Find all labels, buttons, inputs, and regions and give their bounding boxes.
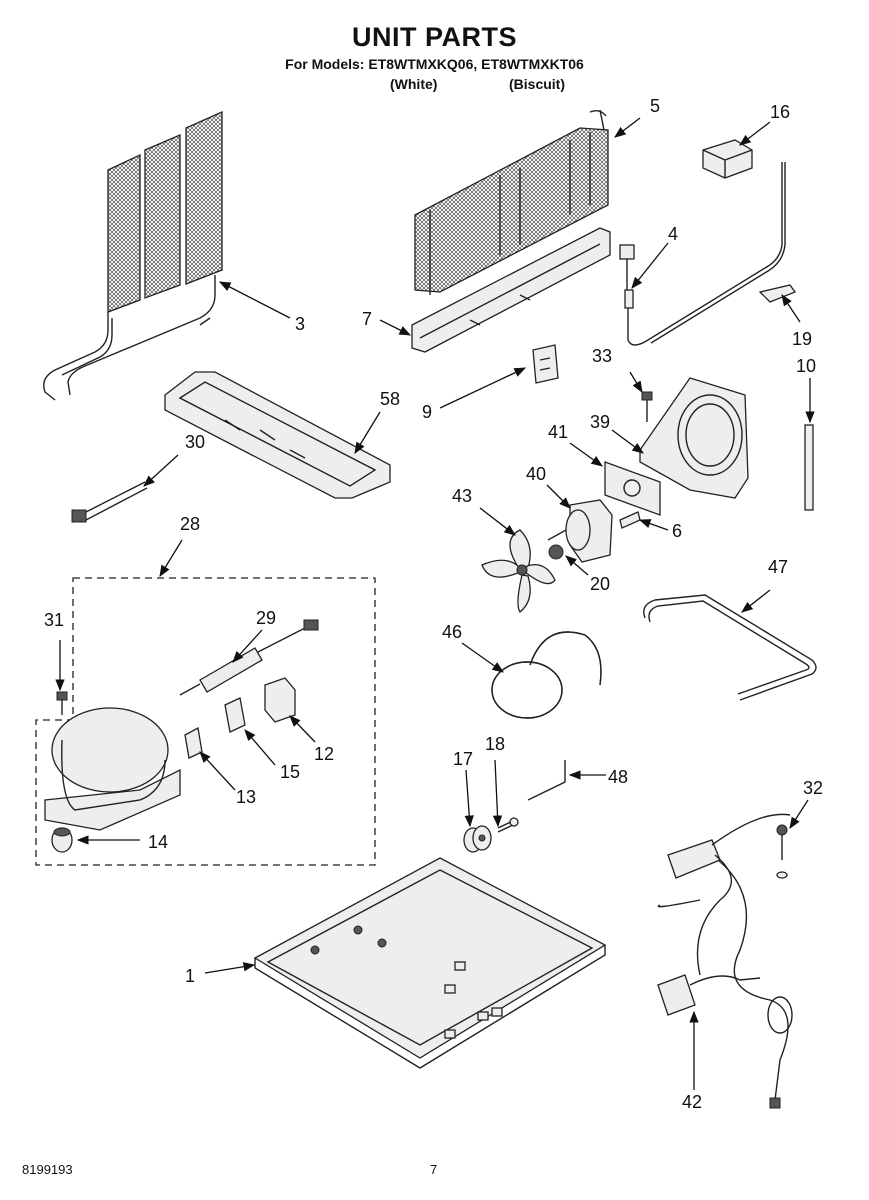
callout-33: 33 bbox=[592, 346, 612, 366]
hose-loop-part bbox=[491, 631, 602, 719]
axle-part bbox=[497, 817, 519, 833]
callout-13: 13 bbox=[236, 787, 256, 807]
callout-9: 9 bbox=[422, 402, 432, 422]
grommet-part bbox=[51, 827, 73, 853]
strip-part bbox=[804, 424, 814, 511]
callout-46: 46 bbox=[442, 622, 462, 642]
callout-17: 17 bbox=[453, 749, 473, 769]
cover-12-part bbox=[264, 677, 296, 723]
mounting-plate-part bbox=[604, 461, 661, 516]
callout-31: 31 bbox=[44, 610, 64, 630]
callout-10: 10 bbox=[796, 356, 816, 376]
color-biscuit-label: (Biscuit) bbox=[509, 76, 565, 92]
color-white-label: (White) bbox=[390, 76, 438, 92]
relay-15-part bbox=[224, 697, 246, 733]
connector-13-part bbox=[184, 726, 203, 759]
compressor-part bbox=[44, 707, 181, 831]
roller-part bbox=[463, 825, 492, 853]
callout-5: 5 bbox=[650, 96, 660, 116]
document-number: 8199193 bbox=[22, 1162, 73, 1177]
screw-32-part bbox=[776, 824, 788, 879]
nut-20-part bbox=[548, 544, 564, 560]
drain-trough-part bbox=[411, 227, 611, 353]
callout-15: 15 bbox=[280, 762, 300, 782]
wire-harness-part bbox=[657, 813, 793, 1109]
models-line: For Models: ET8WTMXKQ06, ET8WTMXKT06 bbox=[285, 56, 584, 72]
callout-16: 16 bbox=[770, 102, 790, 122]
callout-48: 48 bbox=[608, 767, 628, 787]
fan-blade-part bbox=[481, 529, 556, 613]
base-frame-part bbox=[253, 857, 607, 1069]
callout-43: 43 bbox=[452, 486, 472, 506]
callout-58: 58 bbox=[380, 389, 400, 409]
callout-20: 20 bbox=[590, 574, 610, 594]
callout-6: 6 bbox=[672, 521, 682, 541]
tube-47-part bbox=[643, 594, 817, 701]
page-title: UNIT PARTS bbox=[352, 22, 517, 52]
callout-14: 14 bbox=[148, 832, 168, 852]
rod-48-part bbox=[527, 760, 566, 801]
evaporator-part bbox=[414, 109, 609, 295]
callout-19: 19 bbox=[792, 329, 812, 349]
relay-tube-part bbox=[179, 619, 319, 696]
callout-28: 28 bbox=[180, 514, 200, 534]
callout-18: 18 bbox=[485, 734, 505, 754]
callout-41: 41 bbox=[548, 422, 568, 442]
bracket-part bbox=[532, 344, 559, 384]
callout-7: 7 bbox=[362, 309, 372, 329]
fan-motor-part bbox=[547, 499, 613, 563]
cable-tie-part bbox=[71, 481, 148, 523]
leader-lines bbox=[55, 117, 815, 1090]
screw-31-part bbox=[56, 691, 68, 715]
callout-4: 4 bbox=[668, 224, 678, 244]
clip-part bbox=[758, 284, 797, 303]
cap-part bbox=[702, 139, 753, 179]
callout-29: 29 bbox=[256, 608, 276, 628]
screw-33-part bbox=[641, 391, 653, 422]
callout-42: 42 bbox=[682, 1092, 702, 1112]
callout-30: 30 bbox=[185, 432, 205, 452]
condenser-coil-part bbox=[43, 110, 223, 401]
callout-1: 1 bbox=[185, 966, 195, 986]
sensor-wire-part bbox=[619, 162, 786, 346]
callout-12: 12 bbox=[314, 744, 334, 764]
callout-40: 40 bbox=[526, 464, 546, 484]
callout-32: 32 bbox=[803, 778, 823, 798]
page-number: 7 bbox=[430, 1162, 438, 1177]
drain-pan-part bbox=[164, 371, 391, 499]
callout-47: 47 bbox=[768, 557, 788, 577]
fan-shroud-part bbox=[639, 377, 749, 499]
callout-labels: 3 5 16 4 7 19 10 58 9 33 39 41 40 43 6 2… bbox=[44, 96, 823, 1112]
callout-3: 3 bbox=[295, 314, 305, 334]
callout-39: 39 bbox=[590, 412, 610, 432]
screw-6-part bbox=[619, 511, 641, 529]
